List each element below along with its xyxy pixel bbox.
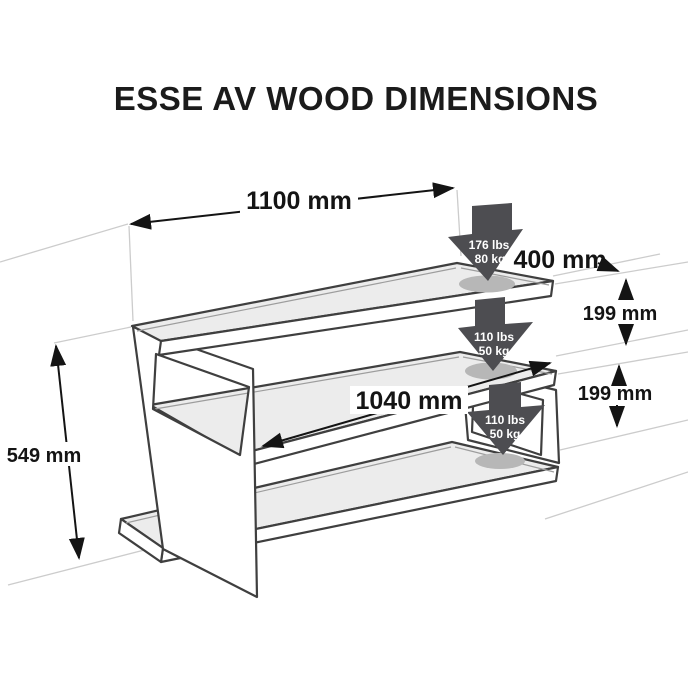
- ext-1100-left: [128, 225, 134, 322]
- load-arrows: 176 lbs 80 kg 110 lbs 50 kg 110 lbs 50 k…: [448, 203, 545, 455]
- ref-199b-top: [557, 351, 688, 375]
- dim-lower-gap-label: 199 mm: [578, 383, 653, 405]
- ext-549-top: [53, 326, 132, 344]
- load-arrow-middle: 110 lbs 50 kg: [458, 297, 533, 371]
- load-bottom-kg: 50 kg: [490, 427, 521, 441]
- load-top-lbs: 176 lbs: [469, 238, 510, 252]
- dim-top-width: 1100 mm: [129, 182, 455, 230]
- dim-middle-width: 1040 mm: [261, 360, 552, 449]
- dim-total-height-label: 549 mm: [7, 445, 82, 467]
- diagram-title: ESSE AV WOOD DIMENSIONS: [113, 80, 599, 117]
- bottom-shelf-left-end-face: [117, 517, 165, 564]
- dim-leader: [596, 256, 620, 272]
- extension-lines: [0, 189, 688, 586]
- load-bottom-lbs: 110 lbs: [485, 413, 525, 427]
- top-shelf-pad: [459, 275, 515, 293]
- load-middle-kg: 50 kg: [479, 344, 510, 358]
- dim-lower-gap: 199 mm: [578, 364, 653, 428]
- label-backing: [240, 185, 358, 213]
- top-shelf-front-face: [157, 279, 555, 357]
- bottom-shelf-pad: [475, 453, 525, 469]
- dim-depth-label: 400 mm: [513, 246, 606, 274]
- dim-top-width-label: 1100 mm: [246, 187, 352, 215]
- floor-line-right: [544, 471, 688, 520]
- ref-199b-bottom: [559, 419, 688, 451]
- ext-549-bottom: [7, 545, 161, 586]
- left-support-panel: [131, 325, 259, 599]
- ref-199a-bottom: [555, 329, 688, 357]
- dim-middle-width-label: 1040 mm: [355, 387, 462, 415]
- dim-total-height: 549 mm: [4, 344, 85, 560]
- dim-depth: 400 mm: [513, 246, 620, 274]
- label-backing: [350, 386, 468, 414]
- top-shelf: [130, 261, 555, 357]
- load-top-kg: 80 kg: [475, 252, 506, 266]
- down-block-arrow-icon: [458, 297, 533, 371]
- dim-upper-gap: 199 mm: [583, 278, 658, 346]
- top-shelf-edge-band: [136, 267, 550, 332]
- dimension-annotations: 1100 mm 400 mm 199 mm 199 mm: [4, 182, 658, 560]
- load-middle-lbs: 110 lbs: [474, 330, 514, 344]
- wall-line-left: [0, 223, 129, 263]
- down-block-arrow-icon: [448, 203, 523, 281]
- dim-upper-gap-label: 199 mm: [583, 303, 658, 325]
- ref-199a-top: [554, 261, 688, 285]
- label-backing: [4, 442, 84, 466]
- load-arrow-top: 176 lbs 80 kg: [448, 203, 523, 281]
